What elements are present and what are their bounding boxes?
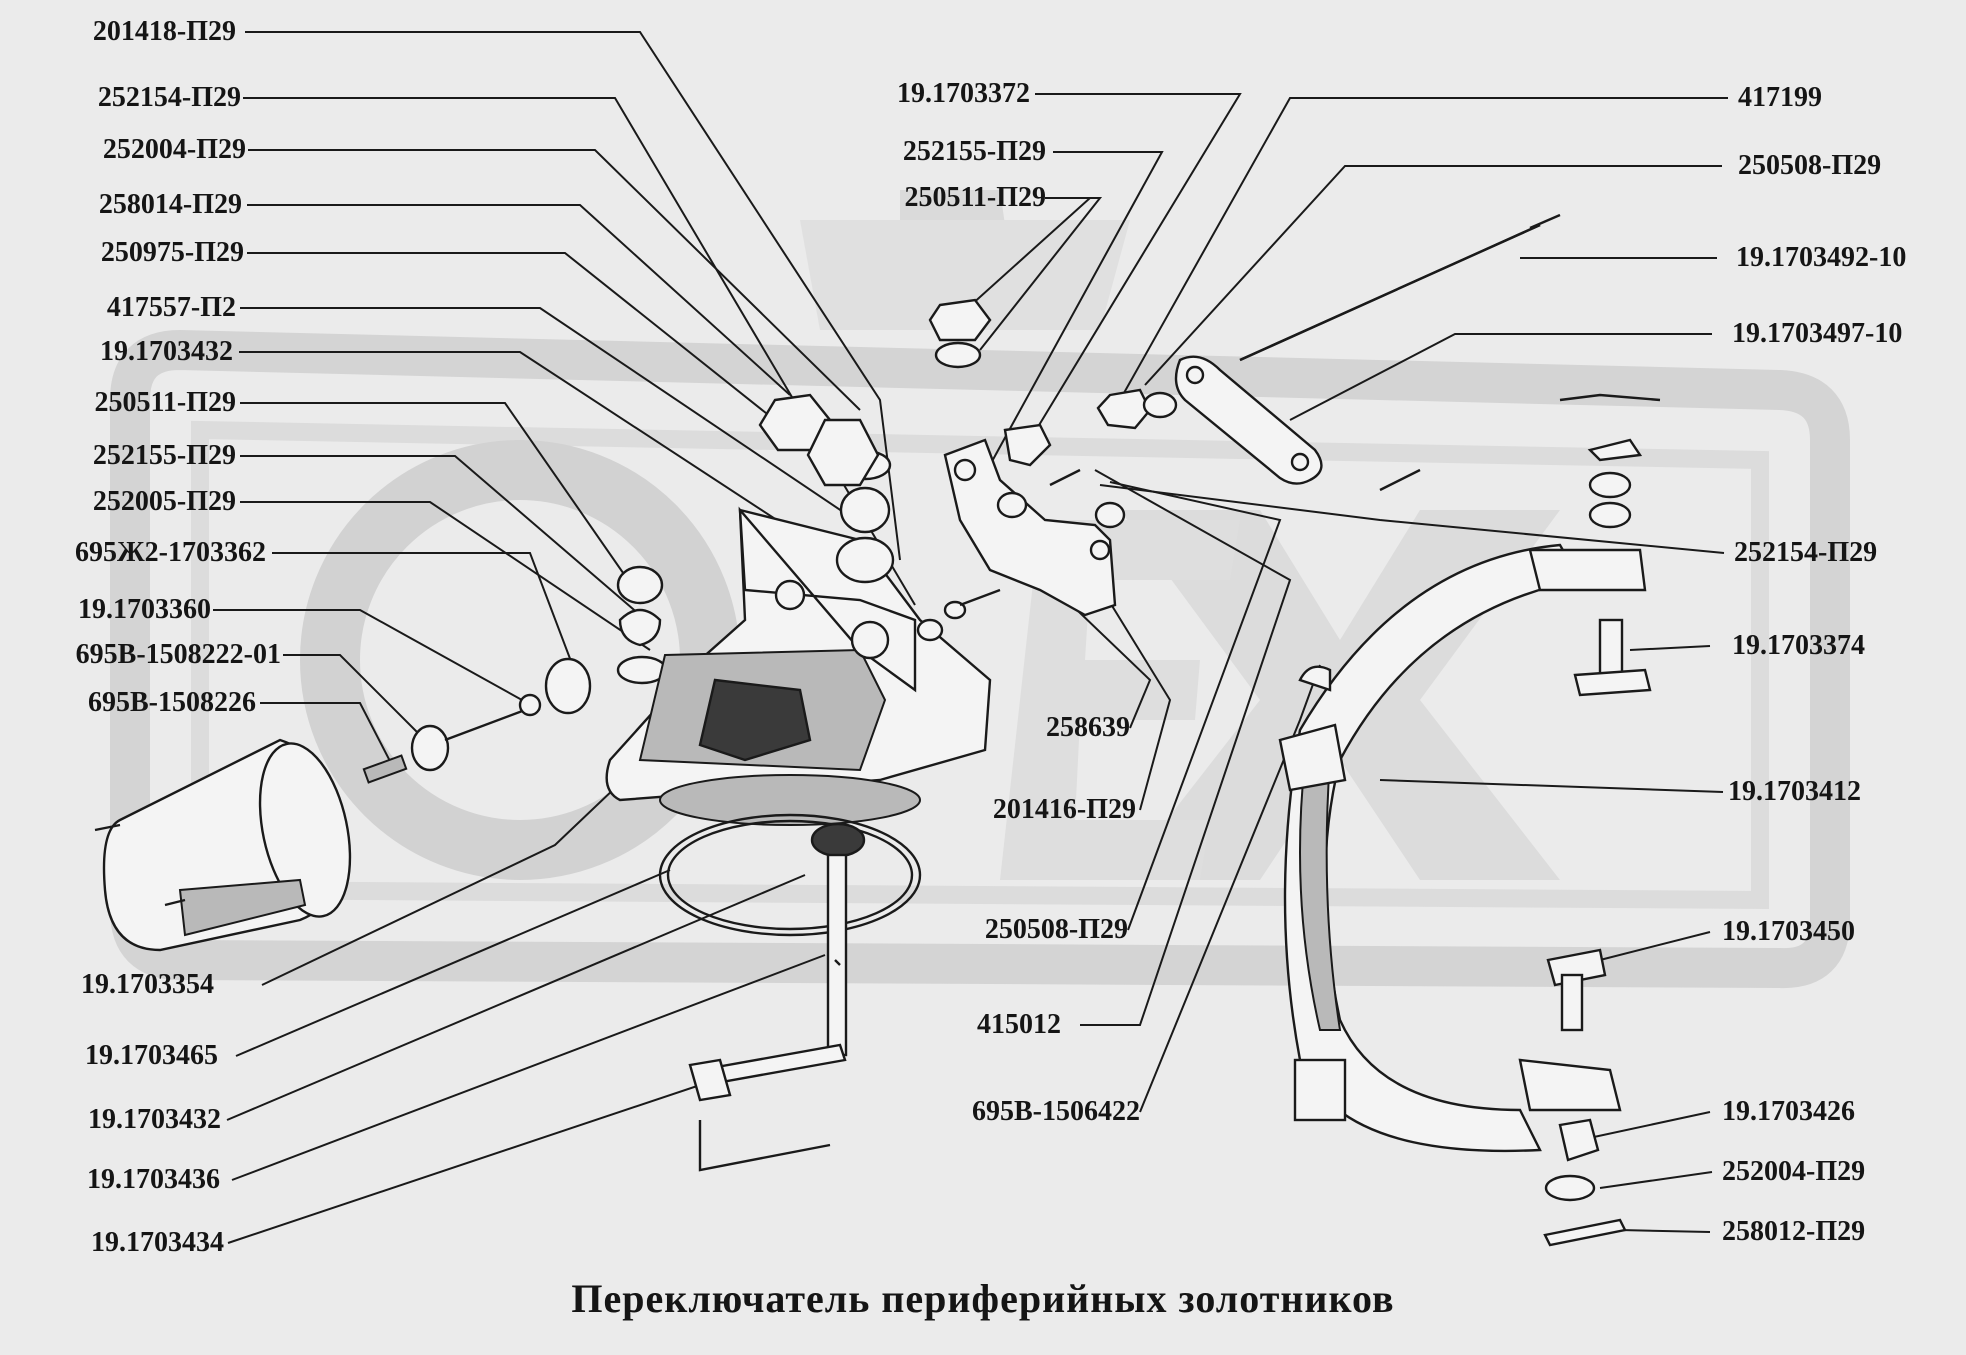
part-label-19-1703412: 19.1703412 <box>1728 776 1861 807</box>
nuts-washers-stack <box>758 298 1001 642</box>
part-label-19-1703465: 19.1703465 <box>85 1040 218 1071</box>
diagram-title: Переключатель периферийных золотников <box>571 1276 1395 1321</box>
part-label-695zh2-1703362: 695Ж2-1703362 <box>74 537 266 568</box>
part-label-250975-p29: 250975-П29 <box>100 237 244 268</box>
part-label-250511-p29-left: 250511-П29 <box>94 387 236 418</box>
part-label-417199: 417199 <box>1738 82 1822 113</box>
part-label-252004-p29-right: 252004-П29 <box>1722 1156 1866 1187</box>
part-label-417557-p2: 417557-П2 <box>106 292 236 323</box>
part-label-695v-1508222-01: 695В-1508222-01 <box>75 639 281 670</box>
part-label-252154-p29-right: 252154-П29 <box>1734 537 1878 568</box>
threaded-rod <box>1239 213 1561 362</box>
part-label-19-1703492-10: 19.1703492-10 <box>1736 242 1907 273</box>
part-label-252154-p29: 252154-П29 <box>97 82 241 113</box>
shift-fork <box>1278 543 1647 1153</box>
part-label-19-1703354: 19.1703354 <box>81 969 214 1000</box>
electric-motor <box>94 738 352 952</box>
part-label-19-1703432-bottom: 19.1703432 <box>88 1104 221 1135</box>
part-label-19-1703374: 19.1703374 <box>1732 630 1865 661</box>
part-label-250508-p29-right: 250508-П29 <box>1738 150 1882 181</box>
part-label-695v-1508226: 695В-1508226 <box>88 687 256 718</box>
part-label-695v-1506422: 695В-1506422 <box>972 1096 1140 1127</box>
part-label-252155-p29-left: 252155-П29 <box>92 440 236 471</box>
part-label-250511-p29-center: 250511-П29 <box>904 182 1046 213</box>
part-label-250508-p29-center: 250508-П29 <box>984 914 1128 945</box>
gasket-ring <box>658 813 922 937</box>
part-label-19-1703434: 19.1703434 <box>91 1227 224 1258</box>
part-label-258012-p29: 258012-П29 <box>1722 1216 1866 1247</box>
part-label-201418-p29: 201418-П29 <box>92 16 236 47</box>
main-housing <box>605 506 992 826</box>
part-label-19-1703436: 19.1703436 <box>87 1164 220 1195</box>
part-label-19-1703432-top: 19.1703432 <box>100 336 233 367</box>
part-label-252004-p29: 252004-П29 <box>102 134 246 165</box>
link-bar <box>1096 355 1323 485</box>
part-label-19-1703360: 19.1703360 <box>78 594 211 625</box>
part-label-19-1703372: 19.1703372 <box>897 78 1030 109</box>
right-small-parts <box>1298 393 1661 1247</box>
part-label-19-1703426: 19.1703426 <box>1722 1096 1855 1127</box>
bracket-plate <box>943 423 1126 617</box>
part-label-252155-p29-center: 252155-П29 <box>902 136 1046 167</box>
part-label-252005-p29: 252005-П29 <box>92 486 236 517</box>
part-label-19-1703450: 19.1703450 <box>1722 916 1855 947</box>
part-label-201416-p29: 201416-П29 <box>992 794 1136 825</box>
part-label-258014-p29: 258014-П29 <box>98 189 242 220</box>
part-label-19-1703497-10: 19.1703497-10 <box>1732 318 1903 349</box>
part-label-258639: 258639 <box>1046 712 1130 743</box>
shaft-small-parts <box>362 565 668 784</box>
pin-assembly <box>688 822 866 1172</box>
part-label-415012: 415012 <box>977 1009 1061 1040</box>
